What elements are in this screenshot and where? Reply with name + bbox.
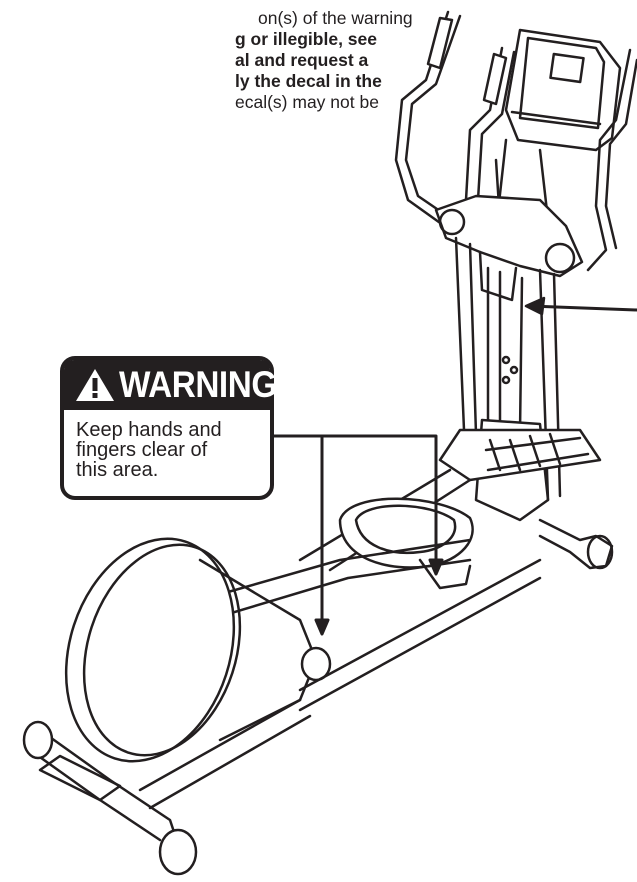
warning-title: WARNING [119,364,277,405]
main-frame [138,558,542,810]
instruction-bold-block: al and request a [235,50,368,71]
warning-message-line: fingers clear of [76,439,208,461]
pedals [338,497,474,590]
pointer-arrow [524,296,637,316]
front-stabilizer [22,720,198,876]
warning-message-line: this area. [76,459,159,481]
flywheel [64,537,332,763]
console [494,28,622,232]
rails [298,428,602,572]
warning-message: Keep hands and fingers clear of this are… [76,420,266,480]
instruction-bold-block: ly the decal in the [235,71,382,92]
instruction-bold-line: al and request a [235,50,369,70]
instruction-bold-block: g or illegible, see [235,29,377,50]
instruction-line: on(s) of the warning [258,8,413,28]
instruction-block: on(s) of the warning [258,8,413,29]
instruction-block: ecal(s) may not be [235,92,379,113]
instruction-line: ecal(s) may not be [235,92,379,112]
instruction-bold-line: ly the decal in the [235,71,382,91]
instruction-bold-line: g or illegible, see [235,29,377,49]
warning-message-line: Keep hands and [76,419,222,441]
pivot-housing [434,194,584,302]
warning-triangle-icon [76,369,114,401]
left-handlebar [394,10,462,232]
warning-header: WARNING [64,360,277,410]
rear-stabilizer [538,518,614,570]
warning-decal: WARNING Keep hands and fingers clear of … [60,356,277,500]
warning-leader-lines [272,434,444,636]
